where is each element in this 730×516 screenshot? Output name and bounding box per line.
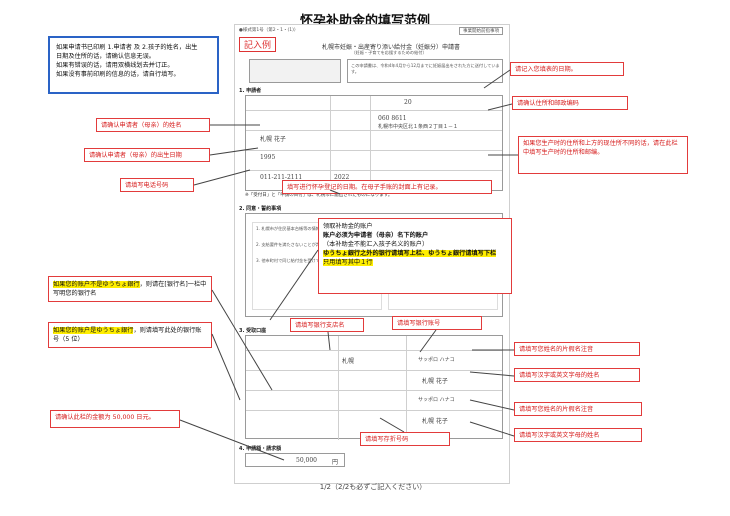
section-amount: 4. 申請額・請求額	[239, 446, 282, 452]
callout-date: 请记入您填表的日期。	[510, 62, 624, 76]
account-info-line4: ゆうちょ銀行之外的银行请填写上栏、ゆうちょ銀行请填写下栏	[323, 250, 497, 257]
form-footer: 1/2（2/2も必ずご記入ください）	[319, 483, 427, 491]
non-yucho-highlight: 如果您的账户不是ゆうちょ銀行	[53, 281, 140, 288]
callout-account-no: 请填写银行账号	[392, 316, 482, 330]
callout-kana-1: 请填写您姓名的片假名注音	[514, 342, 640, 356]
postal-code: 060 8611	[378, 115, 407, 122]
section-consent: 2. 同意・誓約事項	[239, 206, 282, 212]
section-applicant: 1. 申請者	[239, 88, 262, 94]
callout-pregnancy: 填写进行怀孕登记的日期。在母子手账的封面上有记录。	[282, 180, 492, 194]
amount-unit: 円	[332, 459, 339, 466]
section1-notes: ※「受付日」と「申請の日付」は、札幌市に届出されたものになります。	[245, 193, 393, 198]
callout-address: 请确认住所和邮政编码	[512, 96, 628, 110]
instruction-line: 如果没有事前印刷的信息的话，请自行填写。	[56, 71, 180, 78]
callout-name: 请确认申请者（母亲）的姓名	[96, 118, 210, 132]
account-table: 札幌 サッポロ ハナコ 札幌 花子 サッポロ ハナコ 札幌 花子	[245, 335, 503, 440]
form-subheader: （妊娠・子育てを応援するための給付）	[351, 50, 427, 55]
applicant-table: 20 060 8611 札幌市中央区北１条西２丁目１－１ 札幌 花子 1995 …	[245, 95, 503, 192]
account-info-line5: 只用填写其中１行	[323, 259, 373, 266]
applicant-name: 札幌 花子	[260, 136, 286, 143]
date-year: 20	[404, 99, 412, 106]
kanji-name-2: 札幌 花子	[422, 418, 448, 425]
amount-value: 50,000	[296, 457, 317, 464]
form-header: 札幌市妊娠・出産寄り添い給付金（妊娠分）申請書	[321, 44, 460, 51]
instructions-box: 如果申请书已印刷 1.申请者 及 2.孩子的姓名，出生 日期及住所的话，请确认信…	[48, 36, 219, 94]
instruction-line: 如果有错误的话，请用双横线划去并订正。	[56, 62, 174, 69]
non-yucho-box: 如果您的账户不是ゆうちょ銀行，则请在[银行名]一栏中写明您的银行名	[48, 276, 212, 302]
pregnancy-year: 2022	[334, 174, 350, 181]
kana-name-2: サッポロ ハナコ	[418, 397, 455, 403]
callout-phone: 请填写电话号码	[120, 178, 194, 192]
callout-branch: 请填写银行支店名	[290, 318, 364, 332]
callout-amount: 请确认此栏的金额为 50,000 日元。	[50, 410, 180, 428]
address: 札幌市中央区北１条西２丁目１－１	[378, 124, 459, 130]
account-info-line1: 领取补助金的账户	[323, 223, 373, 230]
callout-kanji-2: 请填写汉字或英文字母的姓名	[514, 428, 642, 442]
section-account: 3. 受取口座	[239, 328, 267, 334]
callout-kanji-1: 请填写汉字或英文字母的姓名	[514, 368, 640, 382]
callout-kana-2: 请填写您姓名的片假名注音	[514, 402, 642, 416]
account-info-box: 领取补助金的账户 账户必须为申请者（母亲）名下的账户 （本补助金不能汇入孩子名义…	[318, 218, 512, 294]
phone-number: 011-211-2111	[260, 174, 303, 181]
account-info-line3: （本补助金不能汇入孩子名义的账户）	[323, 241, 429, 248]
yucho-box: 如果您的账户是ゆうちょ銀行，则请填写此处的银行账号（5 位）	[48, 322, 212, 348]
kana-name-1: サッポロ ハナコ	[418, 357, 455, 363]
notice-block: この申請書は、令和4年4月から12月までに妊娠届出をされた方に送付しています。	[347, 59, 503, 83]
instruction-line: 如果申请书已印刷 1.申请者 及 2.孩子的姓名，出生	[56, 44, 198, 51]
form-number: ●様式第1号（第2・1・(1)）	[239, 28, 299, 33]
callout-birth: 请确认申请者（母亲）的出生日期	[84, 148, 210, 162]
office-use-block	[249, 59, 341, 83]
callout-move: 如果您生产时的住所和上方的现住所不同的话，请在此栏中填写生产时的住所和邮编。	[518, 136, 688, 174]
yucho-rest: ，则请填写此处的银行账号（5 位）	[53, 327, 202, 343]
non-yucho-rest: ，则请在[银行名]一栏中写明您的银行名	[53, 281, 207, 297]
instruction-line: 日期及住所的话，请确认信息无误。	[56, 53, 155, 60]
form-meta: 事業開始前指事項	[459, 27, 503, 35]
yucho-highlight: 如果您的账户是ゆうちょ銀行	[53, 327, 134, 334]
kanji-name-1: 札幌 花子	[422, 378, 448, 385]
bank-branch: 札幌	[342, 358, 355, 365]
sample-badge: 記入例	[239, 37, 277, 52]
birth-year: 1995	[260, 154, 276, 161]
account-info-line2: 账户必须为申请者（母亲）名下的账户	[323, 232, 429, 239]
amount-table: 50,000 円	[245, 453, 345, 467]
callout-passbook: 请填写存折号码	[360, 432, 450, 446]
